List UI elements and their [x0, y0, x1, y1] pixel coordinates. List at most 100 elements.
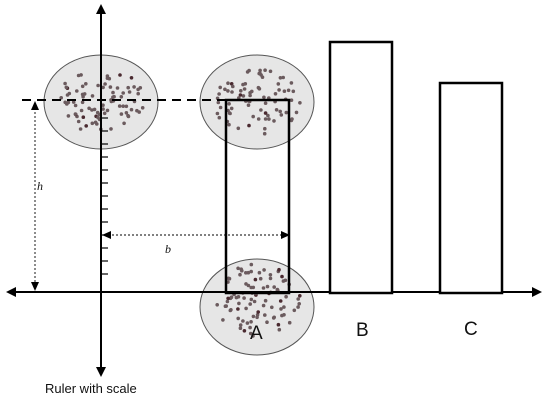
scatter-dot: [105, 108, 110, 113]
scatter-dot: [90, 121, 95, 126]
scatter-dot: [109, 127, 113, 131]
scatter-dot: [112, 94, 116, 99]
scatter-dot: [227, 276, 232, 281]
scatter-dot: [73, 112, 78, 116]
scatter-dot: [135, 108, 139, 113]
scatter-dot: [79, 108, 84, 113]
scatter-dot: [230, 90, 234, 94]
scatter-dot: [238, 326, 243, 331]
scatter-dot: [79, 73, 83, 77]
scatter-dot: [87, 106, 91, 111]
scatter-dots-top-left: [59, 73, 145, 131]
scatter-dot: [236, 307, 240, 311]
scatter-dot: [277, 327, 282, 332]
scatter-dot: [252, 299, 257, 304]
scatter-dot: [276, 322, 281, 327]
scatter-dot: [278, 76, 283, 80]
scatter-dot: [238, 272, 242, 277]
scatter-dot: [127, 90, 132, 94]
label-h: h: [37, 179, 43, 193]
label-b: B: [356, 320, 369, 341]
scatter-dot: [249, 320, 253, 324]
scatter-dot: [231, 84, 235, 89]
scatter-dot: [108, 85, 113, 89]
scatter-dot: [59, 96, 63, 100]
scatter-dot: [263, 111, 268, 115]
scatter-dot: [258, 276, 263, 281]
scatter-dot: [229, 82, 234, 86]
scatter-dot: [95, 110, 100, 115]
scatter-dot: [281, 75, 286, 80]
scatter-dot: [217, 92, 221, 96]
base-dimension-arrow-right: [281, 231, 290, 239]
scatter-dot: [80, 100, 85, 105]
scatter-dot: [129, 107, 134, 112]
scatter-dot: [251, 334, 255, 338]
scatter-dot: [75, 89, 79, 93]
scatter-dot: [136, 91, 140, 96]
scatter-dot: [298, 101, 302, 105]
scatter-dot: [218, 105, 223, 110]
scatter-dot: [241, 82, 245, 87]
scatter-dot: [80, 84, 85, 89]
scatter-dot: [263, 126, 267, 131]
scatter-dot: [132, 85, 136, 89]
scatter-dot: [251, 285, 256, 290]
scatter-dot: [282, 313, 286, 317]
scatter-dot: [277, 88, 281, 92]
scatter-dot: [227, 102, 231, 106]
scatter-dot: [259, 108, 263, 112]
scatter-dot: [238, 323, 243, 327]
scatter-dot: [244, 306, 248, 311]
scatter-dot: [262, 131, 267, 136]
scatter-dot: [67, 91, 72, 96]
height-dimension-arrow-top: [31, 101, 39, 110]
base-dimension-arrow-left: [102, 231, 111, 239]
scatter-dot: [278, 299, 283, 303]
scatter-dot: [217, 115, 222, 120]
scatter-dot: [118, 73, 122, 77]
scatter-dot: [282, 89, 287, 93]
scatter-dot: [238, 93, 243, 97]
scatter-dot: [225, 299, 230, 304]
scatter-dot: [121, 91, 125, 95]
scatter-dot: [280, 274, 284, 279]
scatter-dot: [265, 320, 269, 325]
scatter-dot: [279, 113, 284, 117]
scatter-dot: [257, 270, 262, 275]
scatter-dot: [253, 277, 258, 282]
scatter-dot: [103, 82, 107, 86]
label-c: C: [464, 319, 478, 340]
scatter-dot: [289, 81, 294, 85]
scatter-dot: [248, 331, 253, 336]
scatter-dot: [296, 297, 301, 301]
rectangle-a: [224, 98, 291, 295]
scatter-dot: [266, 113, 270, 118]
scatter-dot: [263, 313, 267, 317]
scatter-dot: [271, 316, 276, 320]
scatter-dot: [286, 88, 291, 93]
scatter-dot: [115, 86, 120, 90]
scatter-dot: [218, 85, 222, 90]
scatter-dot: [281, 279, 286, 283]
scatter-dot: [251, 314, 256, 319]
scatter-dot: [272, 285, 277, 289]
scatter-dot: [248, 302, 252, 306]
scatter-dot: [84, 124, 88, 128]
height-dimension-arrow-bottom: [31, 282, 39, 291]
scatter-dot: [229, 308, 233, 312]
scatter-dot: [247, 68, 251, 73]
scatter-dot: [242, 296, 246, 300]
scatter-dot: [249, 297, 254, 302]
rectangle-c: [438, 81, 504, 295]
scatter-dot: [258, 68, 262, 73]
scatter-dot: [226, 296, 230, 301]
scatter-dot: [65, 101, 69, 106]
scatter-dot: [64, 85, 69, 90]
scatter-dot: [248, 93, 252, 98]
scatter-dot: [73, 103, 78, 108]
scatter-dot: [129, 76, 134, 80]
scatter-dot: [265, 284, 270, 289]
